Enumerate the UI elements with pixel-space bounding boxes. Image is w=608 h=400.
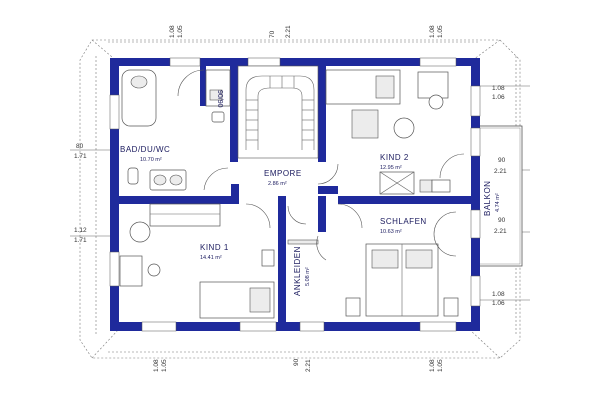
stair-label: 90/90 [216, 90, 223, 108]
dim-bottom-2: 1.05 [161, 359, 168, 372]
dim-left-4: 1.71 [74, 237, 87, 244]
dim-top-2: 1.05 [177, 25, 184, 38]
room-area-schlafen: 10.63 m² [380, 229, 402, 235]
staircase [237, 65, 319, 159]
dim-left-2: 1.71 [74, 153, 87, 160]
dim-left-1: 80 [76, 143, 84, 150]
dim-bottom-4: 2.21 [305, 359, 312, 372]
room-area-bad: 10.70 m² [140, 157, 162, 163]
dimensions-left: 80 1.71 1.12 1.71 [74, 143, 87, 244]
room-name-schlafen: SCHLAFEN [380, 217, 427, 226]
dim-right-8: 1.06 [492, 300, 505, 307]
dimensions-bottom: 1.08 1.05 90 2.21 1.08 1.05 [153, 358, 444, 372]
dimensions-right: 1.08 1.06 90 2.21 90 2.21 1.08 1.06 [492, 85, 507, 307]
bathroom-fixtures [121, 69, 231, 191]
dim-top-5: 1.08 [429, 25, 436, 38]
ankleiden-fixtures [287, 205, 327, 261]
room-area-ankleiden: 5.08 m² [305, 267, 311, 286]
dim-right-2: 1.06 [492, 94, 505, 101]
kind2-furniture [317, 69, 465, 195]
dim-right-7: 1.08 [492, 291, 505, 298]
dim-bottom-5: 1.08 [429, 359, 436, 372]
dim-bottom-1: 1.08 [153, 359, 160, 372]
room-area-balkon: 4.74 m² [495, 193, 501, 212]
room-area-kind2: 12.95 m² [380, 165, 402, 171]
room-name-empore: EMPORE [264, 169, 302, 178]
room-labels: BAD/DU/WC 10.70 m² KIND 2 12.95 m² EMPOR… [120, 90, 501, 296]
dim-bottom-3: 90 [293, 358, 300, 366]
dim-left-3: 1.12 [74, 227, 87, 234]
kind1-furniture [119, 167, 275, 319]
windows [109, 57, 481, 332]
room-area-empore: 2.86 m² [268, 181, 287, 187]
room-name-balkon: BALKON [483, 181, 492, 216]
room-name-bad: BAD/DU/WC [120, 145, 170, 154]
outer-walls [110, 58, 480, 331]
inner-walls [119, 66, 471, 322]
room-name-kind1: KIND 1 [200, 243, 229, 252]
room-area-kind1: 14.41 m² [200, 255, 222, 261]
schlafen-furniture [337, 203, 459, 317]
balcony [473, 125, 523, 267]
dim-bottom-6: 1.05 [437, 359, 444, 372]
dim-top-6: 1.05 [437, 25, 444, 38]
dim-right-1: 1.08 [492, 85, 505, 92]
room-name-kind2: KIND 2 [380, 153, 409, 162]
dim-right-3: 90 [498, 157, 506, 164]
room-name-ankleiden: ANKLEIDEN [293, 246, 302, 296]
dim-top-3: 70 [269, 30, 276, 38]
dim-top-1: 1.08 [169, 25, 176, 38]
dim-top-4: 2.21 [285, 25, 292, 38]
dimensions-top: 1.08 1.05 70 2.21 1.08 1.05 [169, 25, 444, 38]
dim-right-4: 2.21 [494, 168, 507, 175]
dim-right-6: 2.21 [494, 228, 507, 235]
dim-right-5: 90 [498, 217, 506, 224]
